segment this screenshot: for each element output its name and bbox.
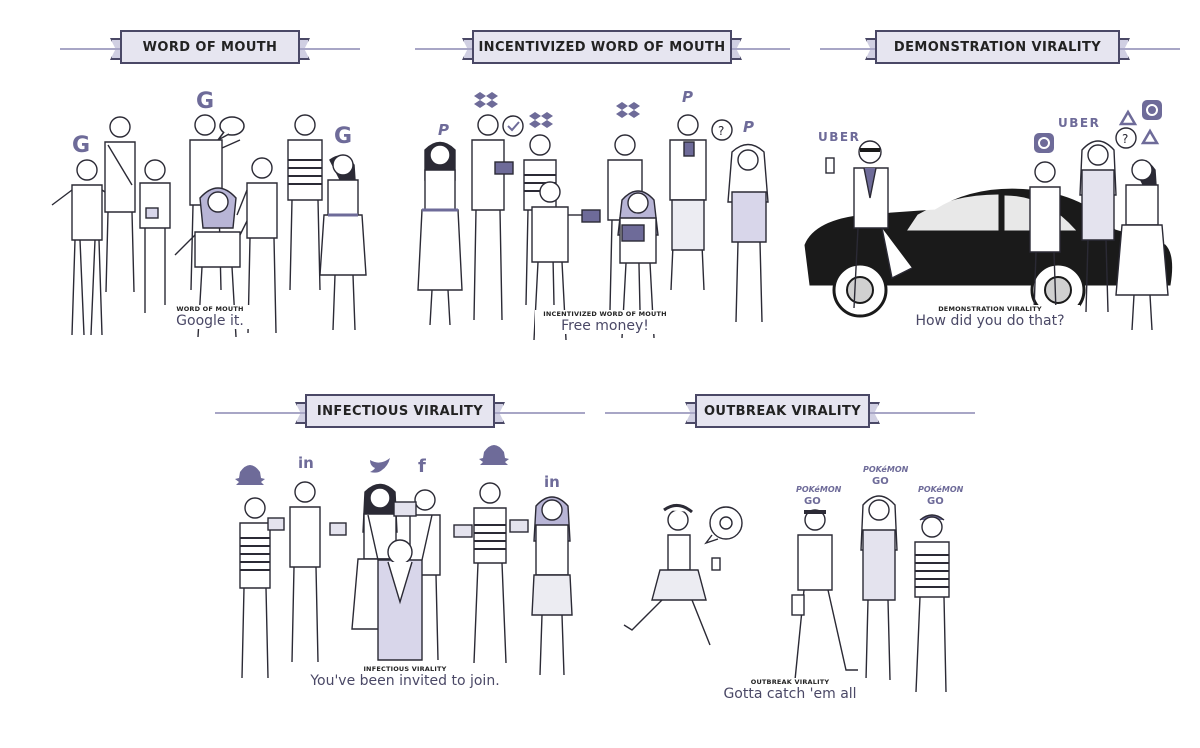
caption-label: INFECTIOUS VIRALITY [363,665,447,673]
svg-text:GO: GO [804,496,821,507]
dropbox-icon [616,102,640,118]
caption-infectious: INFECTIOUS VIRALITY You've been invited … [295,665,515,689]
google-icon: G [72,133,90,158]
svg-text:POKéMON: POKéMON [918,484,964,494]
pokemon-go-icon: POKéMON GO [863,464,909,487]
person [453,482,529,664]
person [319,154,367,331]
caption-quote: Google it. [176,313,244,329]
twitter-icon [370,458,390,473]
person [825,140,913,309]
instagram-icon [1142,100,1162,120]
checkmark-bubble-icon [502,115,524,137]
banner-word-of-mouth: WORD OF MOUTH [60,28,360,68]
scene-demonstration: UBER UBER ? [804,100,1173,331]
scene-incentivized: P P P ? [417,88,769,341]
dropbox-icon [529,112,553,128]
pokemon-go-icon: POKéMON GO [796,484,842,507]
caption-demonstration: DEMONSTRATION VIRALITY How did you do th… [900,305,1080,329]
person [104,116,136,293]
caption-quote: Gotta catch 'em all [723,686,857,702]
question-bubble-icon: ? [1115,127,1137,149]
snapchat-icon [479,445,509,465]
panel-infectious-virality: INFECTIOUS VIRALITY in f in [200,380,600,748]
facebook-icon: f [418,456,426,477]
uber-icon: UBER [1058,116,1100,130]
panel-incentivized-word-of-mouth: INCENTIVIZED WORD OF MOUTH P P P ? [400,0,800,370]
snapchat-icon [235,465,265,485]
person [727,143,769,323]
person [367,514,433,661]
caption-label: OUTBREAK VIRALITY [750,678,830,686]
person [1029,161,1061,313]
banner-infectious-virality: INFECTIOUS VIRALITY [215,392,585,432]
person [623,504,721,646]
banner-title: DEMONSTRATION VIRALITY [875,30,1120,64]
person [669,114,707,291]
person [860,495,898,681]
panel-word-of-mouth: WORD OF MOUTH G G G [0,0,400,370]
person [531,496,573,676]
caption-outbreak: OUTBREAK VIRALITY Gotta catch 'em all [710,678,870,702]
scene-outbreak: POKéMON GO POKéMON GO POKéMON GO [623,464,964,693]
banner-demonstration-virality: DEMONSTRATION VIRALITY [820,28,1180,68]
caption-label: INCENTIVIZED WORD OF MOUTH [543,310,667,318]
person [174,187,251,338]
google-icon: G [196,89,214,114]
caption-incentivized: INCENTIVIZED WORD OF MOUTH Free money! [535,310,675,334]
person [139,159,171,313]
banner-title: INFECTIOUS VIRALITY [305,394,495,428]
question-bubble-icon: ? [711,119,733,141]
speech-bubble-icon [217,116,245,141]
panel-demonstration-virality: DEMONSTRATION VIRALITY UBER UBER ? [800,0,1200,370]
person [1079,140,1117,313]
pokemon-go-icon: POKéMON GO [918,484,964,507]
caption-word-of-mouth: WORD OF MOUTH Google it. [160,305,260,329]
person [239,497,285,679]
scene-infectious: in f in [235,445,573,679]
person [617,190,659,339]
paypal-icon: P [438,121,449,139]
person [417,141,463,326]
triangle-icon [1118,109,1138,126]
scene-word-of-mouth: G G G [51,89,367,338]
banner-title: INCENTIVIZED WORD OF MOUTH [472,30,732,64]
caption-label: WORD OF MOUTH [176,305,244,313]
caption-quote: How did you do that? [915,313,1065,329]
instagram-icon [1034,133,1054,153]
svg-text:?: ? [718,124,724,138]
caption-quote: You've been invited to join. [310,673,500,689]
person [236,157,278,334]
svg-text:GO: GO [872,476,889,487]
banner-title: WORD OF MOUTH [120,30,300,64]
panel-outbreak-virality: OUTBREAK VIRALITY POKéMON GO POKéMON GO … [600,380,1000,748]
person [287,114,323,291]
person [289,481,347,663]
svg-text:POKéMON: POKéMON [863,464,909,474]
banner-title: OUTBREAK VIRALITY [695,394,870,428]
paypal-icon: P [743,118,754,136]
caption-quote: Free money! [561,318,649,334]
pokeball-bubble-icon [704,506,743,545]
svg-text:?: ? [1122,132,1128,146]
triangle-icon [1140,128,1160,145]
caption-label: DEMONSTRATION VIRALITY [938,305,1042,313]
dropbox-icon [474,92,498,108]
person [791,509,858,691]
person [1115,159,1169,331]
linkedin-icon: in [298,454,314,472]
banner-incentivized-word-of-mouth: INCENTIVIZED WORD OF MOUTH [415,28,790,68]
banner-outbreak-virality: OUTBREAK VIRALITY [605,392,975,432]
uber-icon: UBER [818,130,860,144]
linkedin-icon: in [544,473,560,491]
paypal-icon: P [682,88,693,106]
google-icon: G [334,124,352,149]
svg-text:POKéMON: POKéMON [796,484,842,494]
person [531,181,601,341]
person [471,114,514,321]
person [914,514,950,693]
svg-text:GO: GO [927,496,944,507]
